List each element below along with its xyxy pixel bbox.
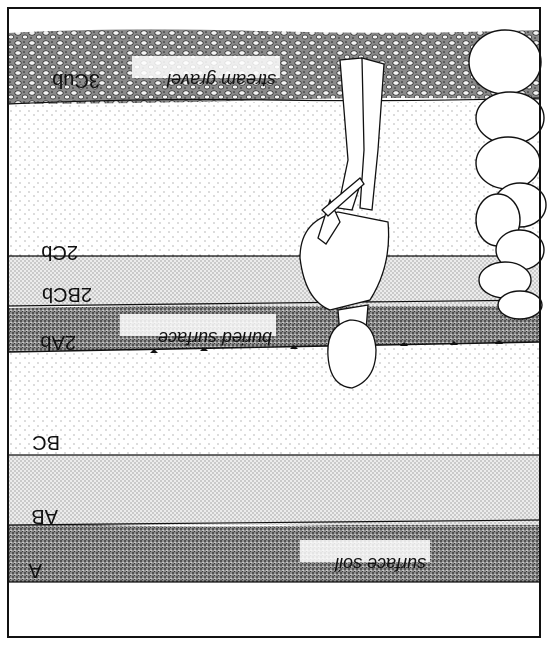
- bc-band: [8, 342, 540, 455]
- label-buried-surface: buried surface: [158, 328, 272, 348]
- horizon-label-ab: AB: [31, 505, 58, 527]
- horizon-label-2cb: 2Cb: [41, 241, 78, 263]
- bottom-blank-strip: [8, 582, 540, 637]
- boulder: [476, 92, 544, 144]
- surface-soil-band: [8, 520, 540, 582]
- horizon-label-2ab: 2Ab: [40, 331, 76, 353]
- horizon-label-2bcb: 2BCb: [42, 283, 92, 305]
- horizon-label-3cub: 3Cub: [52, 69, 100, 91]
- horizon-label-bc: BC: [32, 431, 60, 453]
- boulder: [469, 30, 541, 94]
- label-surface-soil: surface soil: [334, 554, 426, 574]
- label-stream-gravel: stream gravel: [166, 70, 276, 90]
- ab-band: [8, 455, 540, 525]
- boulder: [498, 291, 542, 319]
- boulder: [476, 137, 540, 189]
- 2cb-band: [8, 102, 540, 256]
- horizon-label-a: A: [28, 559, 42, 581]
